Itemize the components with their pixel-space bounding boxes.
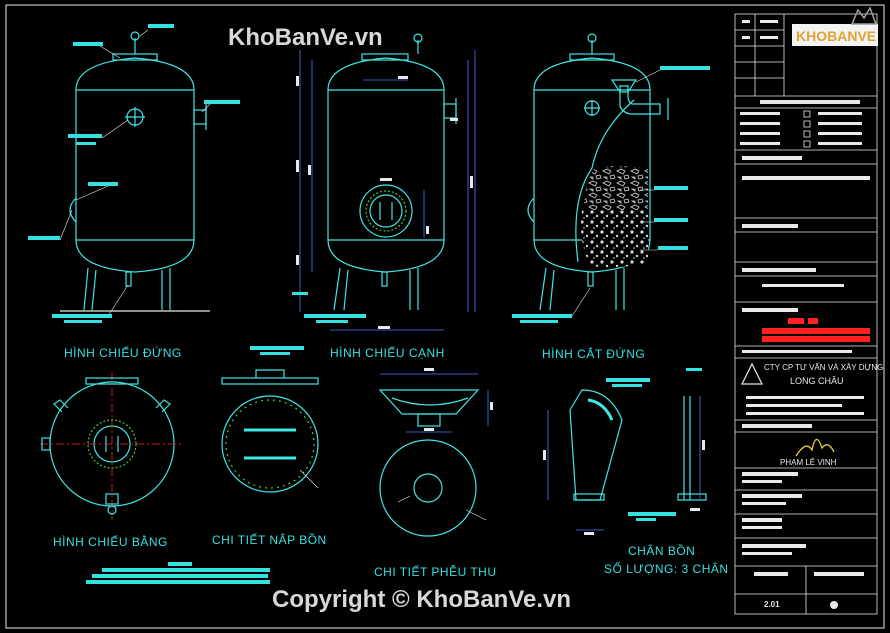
front-view-title: HÌNH CHIẾU ĐỨNG	[64, 346, 182, 360]
drawing-frame	[5, 4, 885, 629]
side-view-title: HÌNH CHIẾU CẠNH	[330, 346, 445, 360]
red-approval-bars	[762, 318, 870, 342]
legs-title: CHÂN BỒN	[628, 544, 696, 558]
title-block-checkboxes	[803, 110, 811, 148]
filter-gravel-layer	[581, 210, 648, 268]
company-name: LONG CHÂU	[790, 376, 844, 386]
designer-name: PHẠM LÊ VINH	[780, 458, 837, 467]
section-view-tags	[512, 66, 710, 323]
leg-dimensions	[547, 396, 701, 531]
front-view-leaders	[59, 29, 211, 317]
legs-quantity: SỐ LƯỢNG: 3 CHÂN	[604, 562, 729, 576]
side-view-tags	[292, 292, 366, 323]
title-block	[734, 13, 878, 615]
leg-tags	[606, 368, 702, 521]
funnel-dim-text	[424, 368, 493, 431]
side-view-dim-text	[296, 76, 473, 329]
watermark-bottom: Copyright © KhoBanVe.vn	[272, 586, 572, 613]
company-line: CTY CP TƯ VẤN VÀ XÂY DỰNG	[764, 363, 884, 372]
signature-icon	[795, 438, 835, 457]
company-logo-icon	[741, 362, 763, 385]
watermark-top: KhoBanVe.vn	[228, 24, 383, 51]
title-block-text-bars	[740, 20, 870, 576]
front-view-tags	[28, 24, 240, 323]
side-view-manway	[359, 184, 413, 238]
leg-detail	[569, 389, 707, 501]
side-view	[327, 33, 457, 311]
notes-block	[86, 562, 270, 584]
sheet-number: 2.01	[764, 600, 780, 609]
section-view-leaders	[571, 69, 661, 317]
leg-dim-text	[543, 440, 705, 535]
lid-detail-title: CHI TIẾT NẮP BỒN	[212, 533, 327, 547]
sheet-mark-icon	[830, 601, 838, 609]
top-view-title: HÌNH CHIẾU BẰNG	[53, 535, 168, 549]
funnel-detail-title: CHI TIẾT PHỄU THU	[374, 565, 497, 579]
filter-rock-edge	[584, 166, 648, 210]
front-view	[60, 31, 210, 312]
brand-logo-text: KHOBANVE	[796, 28, 877, 44]
side-view-dimensions	[299, 50, 476, 331]
lid-detail	[221, 369, 319, 493]
top-view	[40, 372, 184, 520]
funnel-dimensions	[380, 373, 489, 433]
lid-tags	[250, 346, 304, 355]
brand-logo-icon	[792, 6, 878, 46]
funnel-detail	[378, 389, 487, 537]
section-view-title: HÌNH CẮT ĐỨNG	[542, 347, 646, 361]
